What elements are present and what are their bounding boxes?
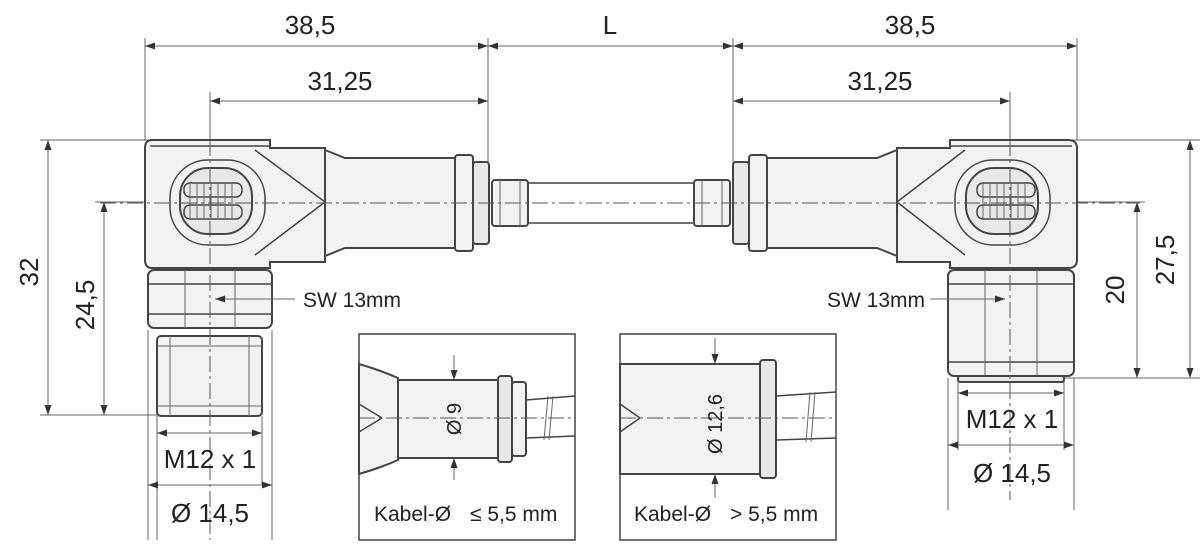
right-bottom-labels: M12 x 1 Ø 14,5 — [947, 378, 1075, 510]
center-lines — [100, 140, 1140, 540]
wrench-labels: SW 13mm SW 13mm — [215, 289, 1005, 312]
right-dimensions: 27,5 20 — [1060, 139, 1200, 379]
dim-left-inner: 31,25 — [307, 66, 372, 96]
detail-small-cable: Ø 9 Kabel-Ø ≤ 5,5 mm — [358, 333, 576, 541]
top-dimensions: 38,5 L 38,5 31,25 31,25 — [144, 10, 1078, 180]
cable — [528, 182, 694, 224]
dim-right-axis: 20 — [1100, 276, 1130, 305]
left-wrench-size: SW 13mm — [303, 289, 401, 312]
dim-left-total: 38,5 — [285, 10, 336, 40]
dim-left-height: 32 — [14, 258, 44, 287]
left-outer-diameter: Ø 14,5 — [171, 498, 249, 528]
cable-clip-icon — [976, 182, 1036, 220]
cable-clip-icon — [183, 182, 243, 220]
dim-right-total: 38,5 — [885, 10, 936, 40]
left-thread-size: M12 x 1 — [164, 444, 257, 474]
right-outer-diameter: Ø 14,5 — [973, 458, 1051, 488]
dim-right-height: 27,5 — [1150, 235, 1180, 286]
left-bottom-labels: M12 x 1 Ø 14,5 — [147, 330, 273, 540]
right-thread-size: M12 x 1 — [966, 404, 1059, 434]
detail-small-condition: ≤ 5,5 mm — [470, 503, 557, 526]
detail-large-cable-label: Kabel-Ø — [634, 503, 711, 526]
right-wrench-size: SW 13mm — [827, 289, 925, 312]
dim-right-inner: 31,25 — [847, 66, 912, 96]
detail-large-diameter: Ø 12,6 — [705, 394, 727, 454]
right-connector — [693, 139, 1078, 383]
detail-large-cable: Ø 12,6 Kabel-Ø > 5,5 mm — [619, 333, 837, 541]
detail-small-diameter: Ø 9 — [444, 403, 466, 435]
detail-small-cable-label: Kabel-Ø — [374, 503, 451, 526]
dim-cable-length: L — [603, 10, 617, 40]
left-dimensions: 32 24,5 — [14, 139, 160, 416]
detail-large-condition: > 5,5 mm — [730, 503, 818, 526]
dim-left-axis: 24,5 — [70, 280, 100, 331]
